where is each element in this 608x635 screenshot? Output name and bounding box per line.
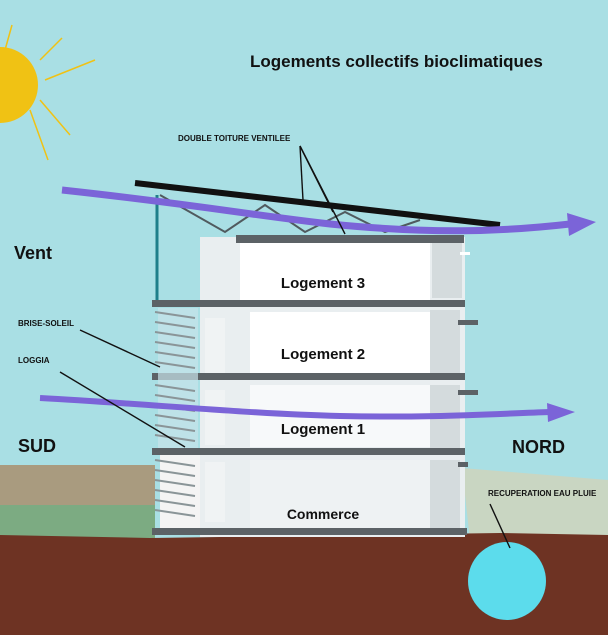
soil [0,533,608,635]
wind-arrow-bottom [39,395,575,422]
building-section [152,235,478,537]
floor-label-commerce: Commerce [286,506,360,522]
ground-left-beige [0,465,155,510]
north-label: NORD [512,437,565,457]
ground-right-slope [462,468,608,540]
double-roof-label: DOUBLE TOITURE VENTILEE [178,134,291,143]
sun-icon [0,24,96,161]
brise-soleil-label: BRISE-SOLEIL [18,319,75,328]
south-label: SUD [18,436,57,456]
rain-recovery-label: RECUPERATION EAU PLUIE [488,489,597,498]
rain-tank-icon [468,542,546,620]
wind-arrow-top [61,186,596,236]
leader-lines [59,145,511,549]
floor-label-logement-2: Logement 2 [280,346,366,363]
double-roof [134,180,501,300]
brise-soleil-louvres [154,311,196,517]
ground-left-grass [0,505,155,540]
loggia-label: LOGGIA [18,356,50,365]
diagram-title: Logements collectifs bioclimatiques [250,52,543,71]
floor-label-logement-3: Logement 3 [280,275,366,292]
wind-label: Vent [14,243,53,263]
floor-label-logement-1: Logement 1 [280,421,366,438]
